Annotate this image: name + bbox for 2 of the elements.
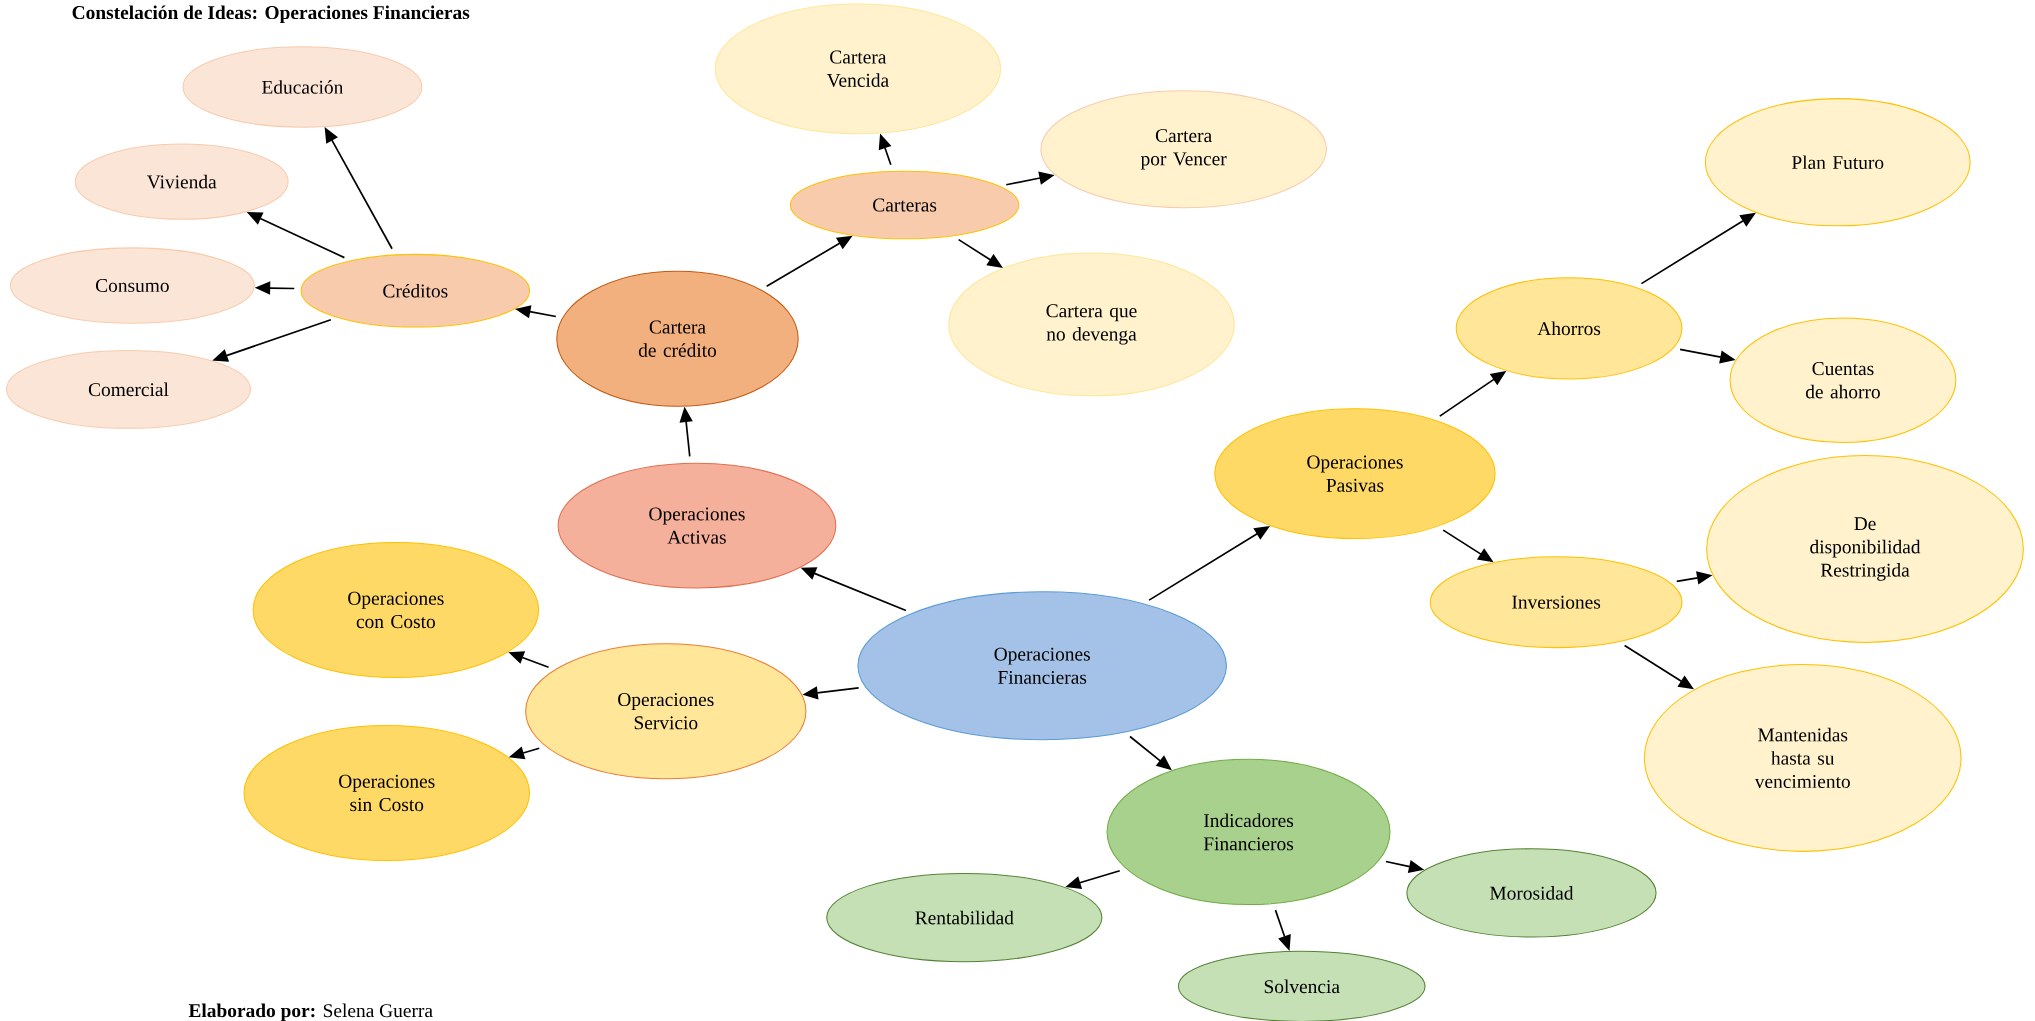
- author-note: Elaborado por: Selena Guerra: [188, 1003, 433, 1021]
- title: Constelación de Ideas: Operaciones Financieras: [72, 5, 470, 23]
